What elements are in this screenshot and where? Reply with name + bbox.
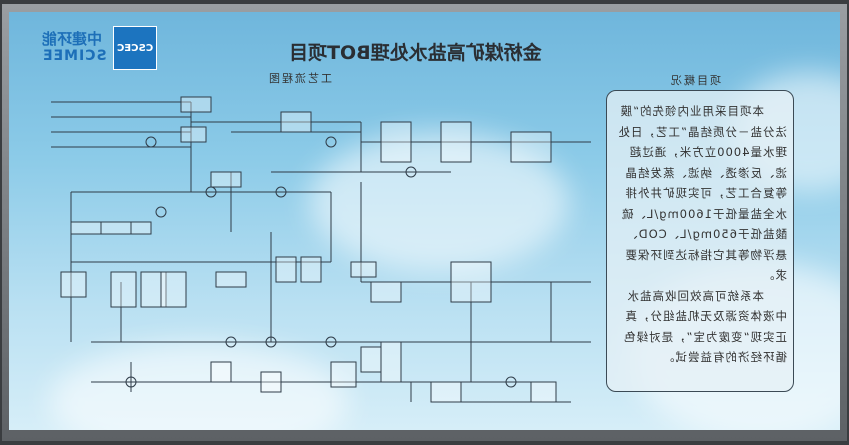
process-unit [330, 361, 357, 388]
pump-icon [405, 166, 417, 178]
process-unit [300, 256, 322, 283]
pump-icon [275, 186, 287, 198]
pump-icon [265, 336, 277, 348]
process-unit [380, 341, 402, 383]
pump-icon [125, 376, 137, 388]
process-unit [430, 381, 462, 403]
process-unit [370, 281, 402, 303]
overview-text: 本项目采用业内领先的“膜法分盐－分质结晶”工艺，日处理水量4000立方米，通过超… [615, 101, 787, 368]
process-unit [530, 381, 557, 403]
logo-en: SCIMEE [42, 48, 107, 64]
process-unit [70, 221, 102, 235]
process-unit [280, 111, 312, 133]
pump-icon [155, 206, 167, 218]
process-unit [210, 361, 232, 383]
process-unit [380, 121, 412, 163]
company-logo: 中建环能 SCIMEE CSCEC [42, 26, 157, 70]
pump-icon [325, 336, 337, 348]
overview-title: 项目概况 [669, 74, 721, 87]
process-flow-diagram [51, 96, 591, 403]
process-unit [440, 121, 472, 163]
process-unit [180, 96, 212, 113]
pump-icon [325, 136, 337, 148]
overview-paragraph-2: 本系统可高效回收高盐水中液体资源及无机盐组分，真正实现“变废为宝”，是对绿色循环… [623, 288, 787, 365]
process-unit [140, 271, 167, 308]
overview-panel: 本项目采用业内领先的“膜法分盐－分质结晶”工艺，日处理水量4000立方米，通过超… [606, 90, 794, 392]
process-unit [180, 126, 207, 143]
pump-icon [225, 336, 237, 348]
process-unit [360, 346, 382, 373]
logo-mark-icon: CSCEC [112, 26, 157, 70]
process-unit [60, 271, 87, 298]
process-unit [510, 131, 552, 163]
process-unit [275, 256, 297, 283]
process-unit [210, 171, 242, 188]
board-title: 金桥煤矿高盐水处理BOT项目 [289, 42, 542, 64]
process-unit [215, 271, 247, 288]
process-unit [160, 271, 187, 308]
overview-paragraph-1: 本项目采用业内领先的“膜法分盐－分质结晶”工艺，日处理水量4000立方米，通过超… [617, 104, 787, 282]
process-unit [110, 271, 137, 308]
process-unit [450, 261, 492, 303]
pump-icon [205, 186, 217, 198]
process-unit [260, 371, 282, 393]
pump-icon [505, 376, 517, 388]
pump-icon [145, 136, 157, 148]
process-unit [350, 261, 377, 278]
process-unit [130, 221, 152, 235]
display-board: 中建环能 SCIMEE CSCEC 金桥煤矿高盐水处理BOT项目 工艺流程图 项… [9, 12, 840, 430]
logo-cn: 中建环能 [42, 30, 103, 48]
process-unit [100, 221, 132, 235]
